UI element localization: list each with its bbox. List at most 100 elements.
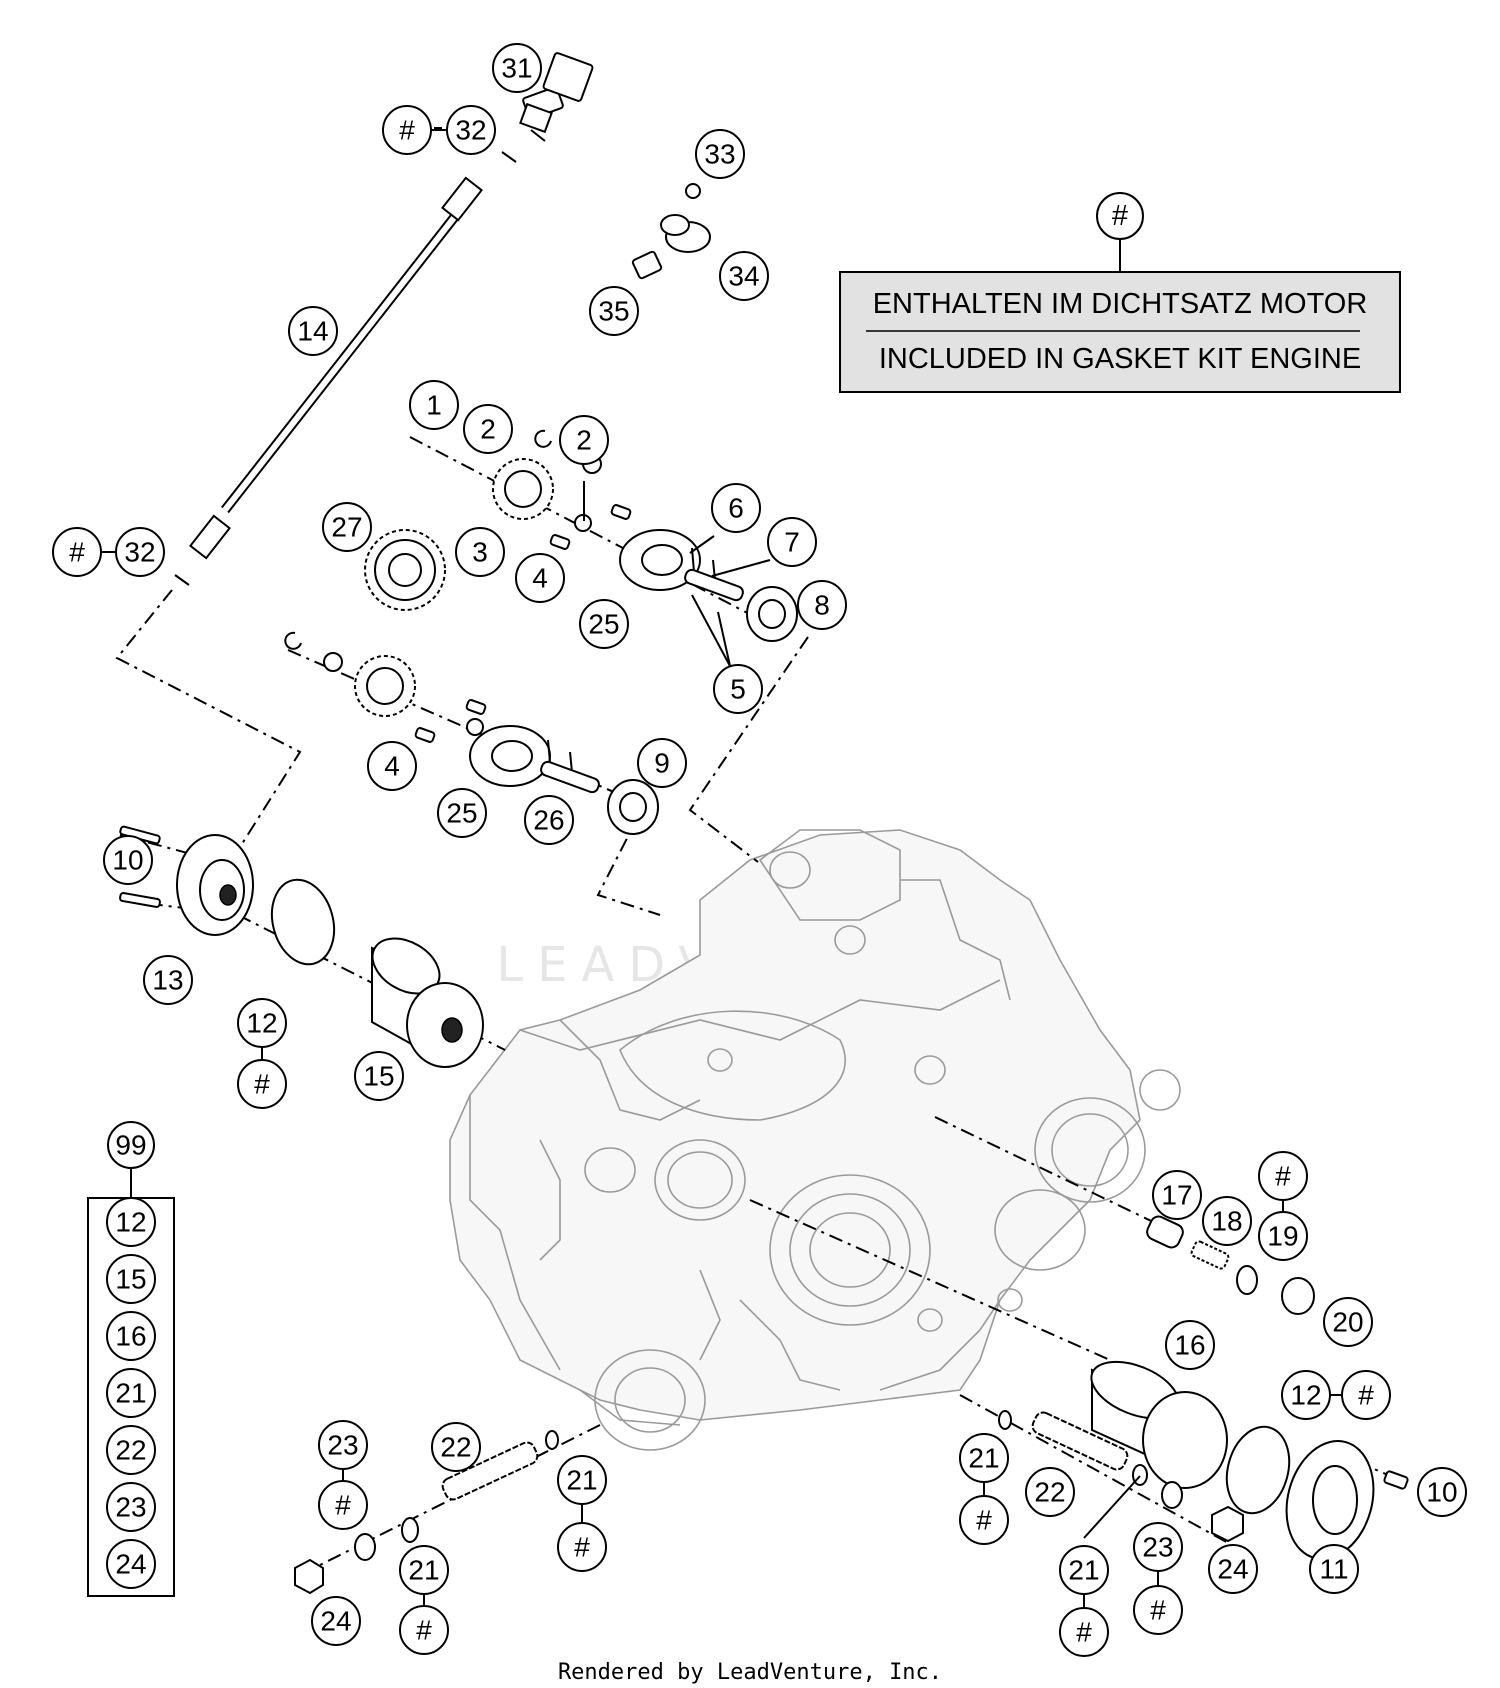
callout-circle: [446, 105, 496, 155]
callout-c21b: 21: [399, 1545, 449, 1595]
callout-c33: 33: [695, 129, 745, 179]
oil-screen-right: [998, 1410, 1244, 1543]
callout-circle: [367, 741, 417, 791]
callout-label: 11: [1319, 1554, 1348, 1585]
callout-c23b: 23: [1133, 1522, 1183, 1572]
callout-circle: [1309, 1544, 1359, 1594]
callout-circle: [959, 1495, 1009, 1545]
callout-circle: [767, 517, 817, 567]
kit-list-item: 12: [106, 1197, 156, 1247]
kit-note-english: INCLUDED IN GASKET KIT ENGINE: [879, 343, 1361, 375]
callout-label: 26: [533, 805, 564, 836]
callout-c20: 20: [1323, 1297, 1373, 1347]
callout-c12a_hash: #: [237, 1059, 287, 1109]
callout-label: 12: [246, 1008, 277, 1039]
callout-label: 27: [331, 512, 362, 543]
callout-c21c_hash: #: [959, 1495, 1009, 1545]
callout-c19_hash: #: [1258, 1151, 1308, 1201]
callout-circle: [579, 599, 629, 649]
callout-c2a: 2: [463, 404, 513, 454]
callout-label: 25: [446, 798, 477, 829]
clamp-34: [660, 214, 711, 253]
oil-filter-15: [371, 937, 484, 1068]
oring-12-left: [270, 878, 336, 966]
callout-label: 23: [1142, 1532, 1173, 1563]
callout-label: 8: [814, 590, 830, 621]
callout-label: #: [574, 1532, 590, 1563]
callout-circle: [143, 955, 193, 1005]
callout-label: #: [1150, 1595, 1166, 1626]
callout-c3: 3: [455, 527, 505, 577]
callout-c11: 11: [1309, 1544, 1359, 1594]
callout-circle: [1341, 1370, 1391, 1420]
callout-circle: [1417, 1467, 1467, 1517]
callout-circle: [455, 527, 505, 577]
callout-label: #: [976, 1505, 992, 1536]
kit-99-label: 99: [115, 1130, 146, 1161]
oil-filter-16: [1090, 1360, 1228, 1489]
callout-circle: [399, 1605, 449, 1655]
callout-c16: 16: [1165, 1320, 1215, 1370]
callout-c32b_hash: #: [52, 527, 102, 577]
callout-circle: [1208, 1544, 1258, 1594]
callout-label: 23: [327, 1430, 358, 1461]
callout-c22b: 22: [1025, 1467, 1075, 1517]
callout-circle: [311, 1596, 361, 1646]
callout-c32a_hash: #: [382, 105, 432, 155]
kit-list-item-label: 23: [115, 1492, 146, 1523]
callout-c13: 13: [143, 955, 193, 1005]
callout-label: 5: [730, 674, 746, 705]
callout-circle: [52, 527, 102, 577]
callout-label: 13: [152, 965, 183, 996]
kit-note-hash: #: [1112, 200, 1128, 232]
callout-c24b: 24: [1208, 1544, 1258, 1594]
kit-note-german: ENTHALTEN IM DICHTSATZ MOTOR: [873, 288, 1368, 320]
callout-c1: 1: [409, 380, 459, 430]
callout-label: 10: [112, 845, 143, 876]
callout-circle: [589, 286, 639, 336]
callout-circle: [1133, 1585, 1183, 1635]
callout-circle: [237, 998, 287, 1048]
callout-circle: [322, 502, 372, 552]
callout-label: 35: [598, 296, 629, 327]
callout-label: #: [399, 115, 415, 146]
callout-circle: [288, 306, 338, 356]
callout-label: #: [1076, 1617, 1092, 1648]
oring-32-top: [501, 151, 517, 163]
screw-33: [685, 183, 701, 199]
callout-label: 34: [728, 261, 759, 292]
callout-c6: 6: [711, 483, 761, 533]
callout-c32b: 32: [115, 527, 165, 577]
callout-c12a: 12: [237, 998, 287, 1048]
callout-c4b: 4: [367, 741, 417, 791]
callout-circle: [797, 580, 847, 630]
callout-circle: [959, 1433, 1009, 1483]
callout-c31: 31: [492, 43, 542, 93]
callout-label: 21: [566, 1465, 597, 1496]
callout-c23a: 23: [318, 1420, 368, 1470]
callout-circle: [318, 1420, 368, 1470]
callout-circle: [237, 1059, 287, 1109]
callout-c12b: 12: [1281, 1370, 1331, 1420]
callout-circle: [1152, 1170, 1202, 1220]
callout-c8: 8: [797, 580, 847, 630]
callout-label: 10: [1426, 1477, 1457, 1508]
callout-label: 2: [480, 414, 496, 445]
callout-c4a: 4: [515, 553, 565, 603]
kit-list-item-label: 24: [115, 1549, 146, 1580]
callout-label: 21: [1068, 1555, 1099, 1586]
callout-c26: 26: [524, 795, 574, 845]
callout-circle: [559, 415, 609, 465]
callout-label: 3: [472, 537, 488, 568]
callout-label: 12: [1290, 1380, 1321, 1411]
callout-label: #: [335, 1490, 351, 1521]
callout-c25a: 25: [579, 599, 629, 649]
callout-label: 22: [440, 1432, 471, 1463]
oil-screen-left: [294, 1430, 559, 1595]
bypass-valve-17-20: [1146, 1215, 1315, 1315]
callout-c15: 15: [354, 1051, 404, 1101]
callout-circle: [1165, 1320, 1215, 1370]
